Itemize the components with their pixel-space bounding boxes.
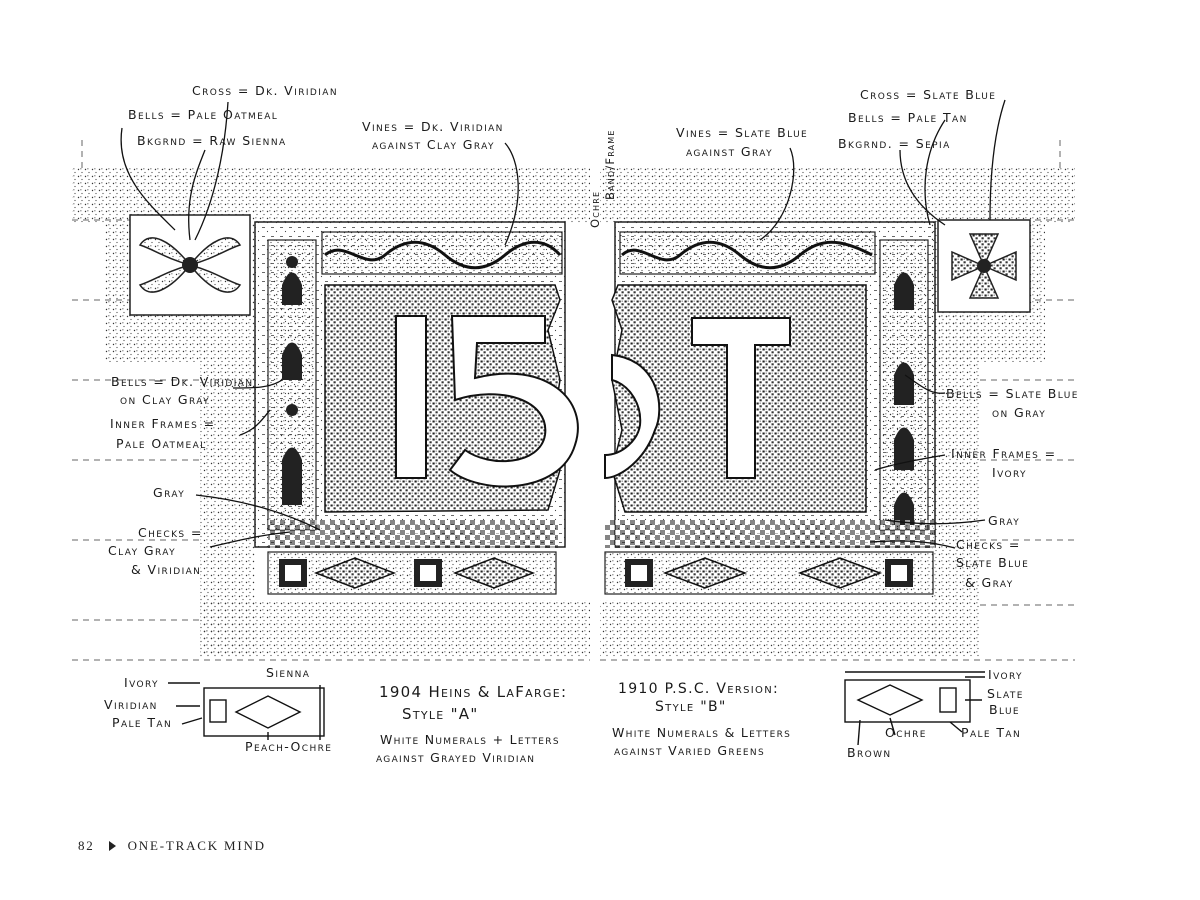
right-cross-label: Cross = Slate Blue <box>860 87 997 102</box>
center-band-label2: Band/Frame <box>603 129 617 200</box>
left-bells-top-label: Bells = Pale Oatmeal <box>128 107 279 122</box>
right-background-label: Bkgrnd. = Sepia <box>838 136 951 151</box>
right-checks-sub2-label: & Gray <box>965 575 1014 590</box>
left-detail-ivory: Ivory <box>124 675 159 690</box>
left-detail-peach-ochre: Peach-Ochre <box>245 739 333 754</box>
center-band-label1: Ochre <box>588 190 602 228</box>
left-vines-sub-label: against Clay Gray <box>372 137 495 152</box>
left-vines-label: Vines = Dk. Viridian <box>362 119 504 134</box>
right-detail-sketch <box>844 671 985 746</box>
right-detail-brown: Brown <box>847 745 892 760</box>
right-gray-label: Gray <box>988 513 1021 528</box>
right-detail-ochre: Ochre <box>885 725 927 740</box>
left-caption-line1: 1904 Heins & LaFarge: <box>379 683 568 701</box>
left-bells-side-label: Bells = Dk. Viridian <box>111 374 254 389</box>
left-inner-frames-sub-label: Pale Oatmeal <box>116 436 207 451</box>
left-gray-label: Gray <box>153 485 186 500</box>
left-detail-sienna: Sienna <box>266 665 311 680</box>
left-caption-line2: Style "A" <box>402 705 479 723</box>
left-checks-sub1-label: Clay Gray <box>108 543 177 558</box>
left-checks-sub2-label: & Viridian <box>131 562 202 577</box>
left-bells-side-sub-label: on Clay Gray <box>120 392 210 407</box>
left-detail-viridian: Viridian <box>104 697 158 712</box>
left-detail-sketch <box>168 682 325 740</box>
right-detail-ivory: Ivory <box>988 667 1023 682</box>
left-caption-line3: White Numerals + Letters <box>380 732 560 747</box>
right-detail-blue: Blue <box>989 702 1021 717</box>
right-caption-line1: 1910 P.S.C. Version: <box>618 681 780 697</box>
numerals-15 <box>395 315 579 488</box>
right-caption-line2: Style "B" <box>655 699 727 715</box>
page-footer: 82 ONE-TRACK MIND <box>78 838 266 854</box>
running-title: ONE-TRACK MIND <box>127 838 266 853</box>
leader-lines <box>120 99 1006 549</box>
left-background-label: Bkgrnd = Raw Sienna <box>137 133 287 148</box>
letters-st <box>604 317 791 480</box>
right-detail-slate: Slate <box>987 686 1024 701</box>
right-vines-label: Vines = Slate Blue <box>676 125 809 140</box>
right-detail-pale-tan: Pale Tan <box>961 725 1022 740</box>
right-bells-side-sub-label: on Gray <box>992 405 1047 420</box>
right-inner-frames-sub-label: Ivory <box>992 465 1027 480</box>
right-panel-art <box>600 140 1075 661</box>
right-caption-line4: against Varied Greens <box>614 743 765 758</box>
left-caption-line4: against Grayed Viridian <box>376 750 536 765</box>
left-inner-frames-label: Inner Frames = <box>110 416 216 431</box>
triangle-bullet-icon <box>108 841 116 851</box>
right-checks-label: Checks = <box>956 537 1021 552</box>
left-detail-pale-tan: Pale Tan <box>112 715 173 730</box>
right-caption-line3: White Numerals & Letters <box>612 725 792 740</box>
right-vines-sub-label: against Gray <box>686 144 774 159</box>
page-number: 82 <box>78 838 95 853</box>
right-checks-sub1-label: Slate Blue <box>956 555 1030 570</box>
left-checks-label: Checks = <box>138 525 203 540</box>
left-cross-label: Cross = Dk. Viridian <box>192 83 338 98</box>
right-bells-top-label: Bells = Pale Tan <box>848 110 968 125</box>
right-bells-side-label: Bells = Slate Blue <box>946 386 1079 401</box>
right-inner-frames-label: Inner Frames = <box>951 446 1057 461</box>
